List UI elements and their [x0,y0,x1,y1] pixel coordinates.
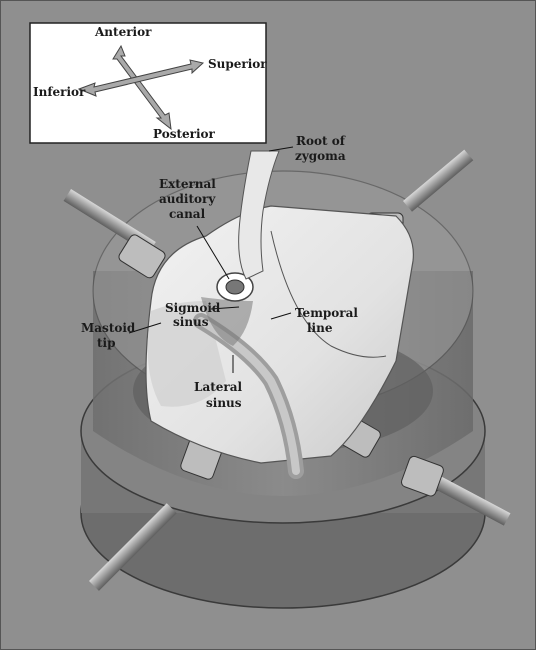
anatomy-labels: Root of zygoma External auditory canal S… [81,134,358,410]
label-external-auditory-canal-1: External [159,177,216,191]
label-lateral-sinus-2: sinus [206,396,242,410]
leader-lines [128,146,294,373]
screw-top-left [63,189,166,279]
arrow-inferior-superior-icon [77,59,205,97]
label-temporal-line-2: line [307,321,333,335]
label-sigmoid-sinus-2: sinus [173,315,209,329]
orientation-anterior: Anterior [94,25,152,39]
arrow-anterior-posterior-icon [112,44,172,131]
orientation-posterior: Posterior [153,127,216,141]
label-mastoid-tip-2: tip [97,336,116,350]
orientation-superior: Superior [208,57,267,71]
orientation-inferior: Inferior [33,85,86,99]
label-sigmoid-sinus-1: Sigmoid [165,301,221,315]
label-lateral-sinus-1: Lateral [194,380,242,394]
label-external-auditory-canal-2: auditory [159,192,216,206]
label-root-of-zygoma-1: Root of [296,134,346,148]
temporal-bone [145,150,414,479]
orientation-inset: Anterior Superior Inferior Posterior [29,22,267,144]
label-mastoid-tip-1: Mastoid [81,321,136,335]
label-temporal-line-1: Temporal [295,306,358,320]
label-external-auditory-canal-3: canal [169,207,206,221]
label-root-of-zygoma-2: zygoma [295,149,346,163]
